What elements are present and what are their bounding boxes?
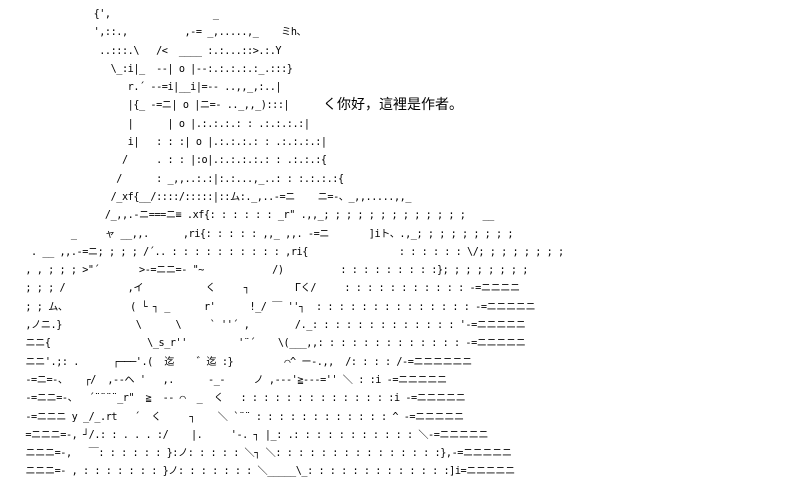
art-line: , , ; ; ; >"´ >-=ニニ=- "~ /) : : : : : : … <box>14 265 528 277</box>
art-line: ',::., ,-= _,.....,_ ミh、 <box>14 27 307 39</box>
art-line: -=ニニニ y _/_.rt ´ く ┐ ＼ `¨¨ : : : : : : :… <box>14 411 464 423</box>
art-line: / . : : |:o|.:.:.:.:.: : .:.:.:{ <box>14 155 327 167</box>
aa-canvas: {', _ ',::., ,-= _,.....,_ ミh、 ..:::.\ /… <box>25 9 565 478</box>
art-line: -=ニ=-、 ┌/ ,--ヘ ' ,. -_- ノ ,---'≧---='' ＼… <box>14 374 447 386</box>
art-line: \_:i|_ --| o |--:.:.:.:.:_.:::} <box>14 63 293 75</box>
art-line: ..:::.\ /< ____ :.:...::>.:.Y <box>14 45 282 57</box>
art-line: -=ニニ=-、 ´¨¨¨¨_r" ≧ -- ⌒ _ く : : : : : : … <box>14 393 466 405</box>
ascii-art-figure: {', _ ',::., ,-= _,.....,_ ミh、 ..:::.\ /… <box>14 6 564 482</box>
art-line: ニニニ=- , : : : : : : : }ノ: : : : : : : ＼_… <box>14 466 515 478</box>
art-line: {', _ <box>14 9 219 20</box>
art-line: ニニ'.;: . ┌───'.( 迄 ゛迄 :} ⌒^ ー-.,, /: : :… <box>14 356 472 368</box>
speech-text: く你好，這裡是作者。 <box>323 97 463 113</box>
art-line: i| : : :| o |.:.:.:.: : .:.:.:.:| <box>14 137 327 149</box>
art-line: ニニ{ \_s_r'' '¨´ \(___,,: : : : : : : : :… <box>14 338 526 350</box>
art-line: /_,,.-ニ===ニ≡ .xf{: : : : : : _r" .,,_; ;… <box>14 210 494 222</box>
art-line: ニニニ=-, ￣: : : : : : }:ノ: : : : : ＼┐ ＼: :… <box>14 448 512 460</box>
art-line: |{_ -=ニ| o |ニ=- .._,,_):::| <box>14 100 290 112</box>
art-line: | | o |.:.:.:.: : .:.:.:.:| <box>14 118 310 130</box>
art-line: . __ ,,.-=ニ; ; ; ; /´.. : : : : : : : : … <box>14 246 564 258</box>
art-line: r.´ --=i|__i|=-- ..,,_,:..| <box>14 82 282 94</box>
art-line: / : _,,..:.:|:.:...,_..: : :.:.:.:{ <box>14 173 344 185</box>
art-line: _ ャ __,,. ,ri{: : : : : ,,_ ,,. -=ニ ]iト、… <box>14 228 514 240</box>
art-line: /_xf{__/::::/:::::|::ム:._,..-=ニ ニ=-、_,,.… <box>14 191 412 203</box>
art-line: ,ノニ.} \ \ ` ''´ , /._: : : : : : : : : :… <box>14 320 526 332</box>
art-line: ; ; ム、 ( └ ┐ _ r' !_/ ￣ ''┐ : : : : : : … <box>14 301 536 313</box>
art-line: =ニニニ=-, ┘/.: : . . . :/ |. '-. ┐ |_: .: … <box>14 429 489 441</box>
art-line: ; ; ; / ,イ く ┐ Γく/ : : : : : : : : : : :… <box>14 283 520 295</box>
